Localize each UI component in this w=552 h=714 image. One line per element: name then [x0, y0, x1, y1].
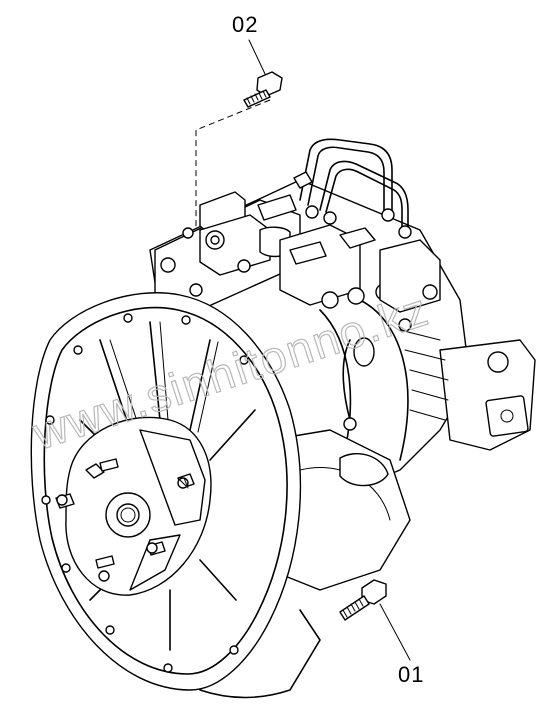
callout-label-01: 01 — [398, 662, 425, 687]
bolt-02 — [243, 39, 283, 108]
bolt-01 — [339, 579, 411, 661]
housing-base — [199, 609, 321, 699]
coupling-hub — [55, 416, 212, 596]
callout-label-02: 02 — [232, 12, 259, 37]
pilot-tubes — [293, 138, 412, 239]
regulator-valve-block — [154, 191, 441, 431]
